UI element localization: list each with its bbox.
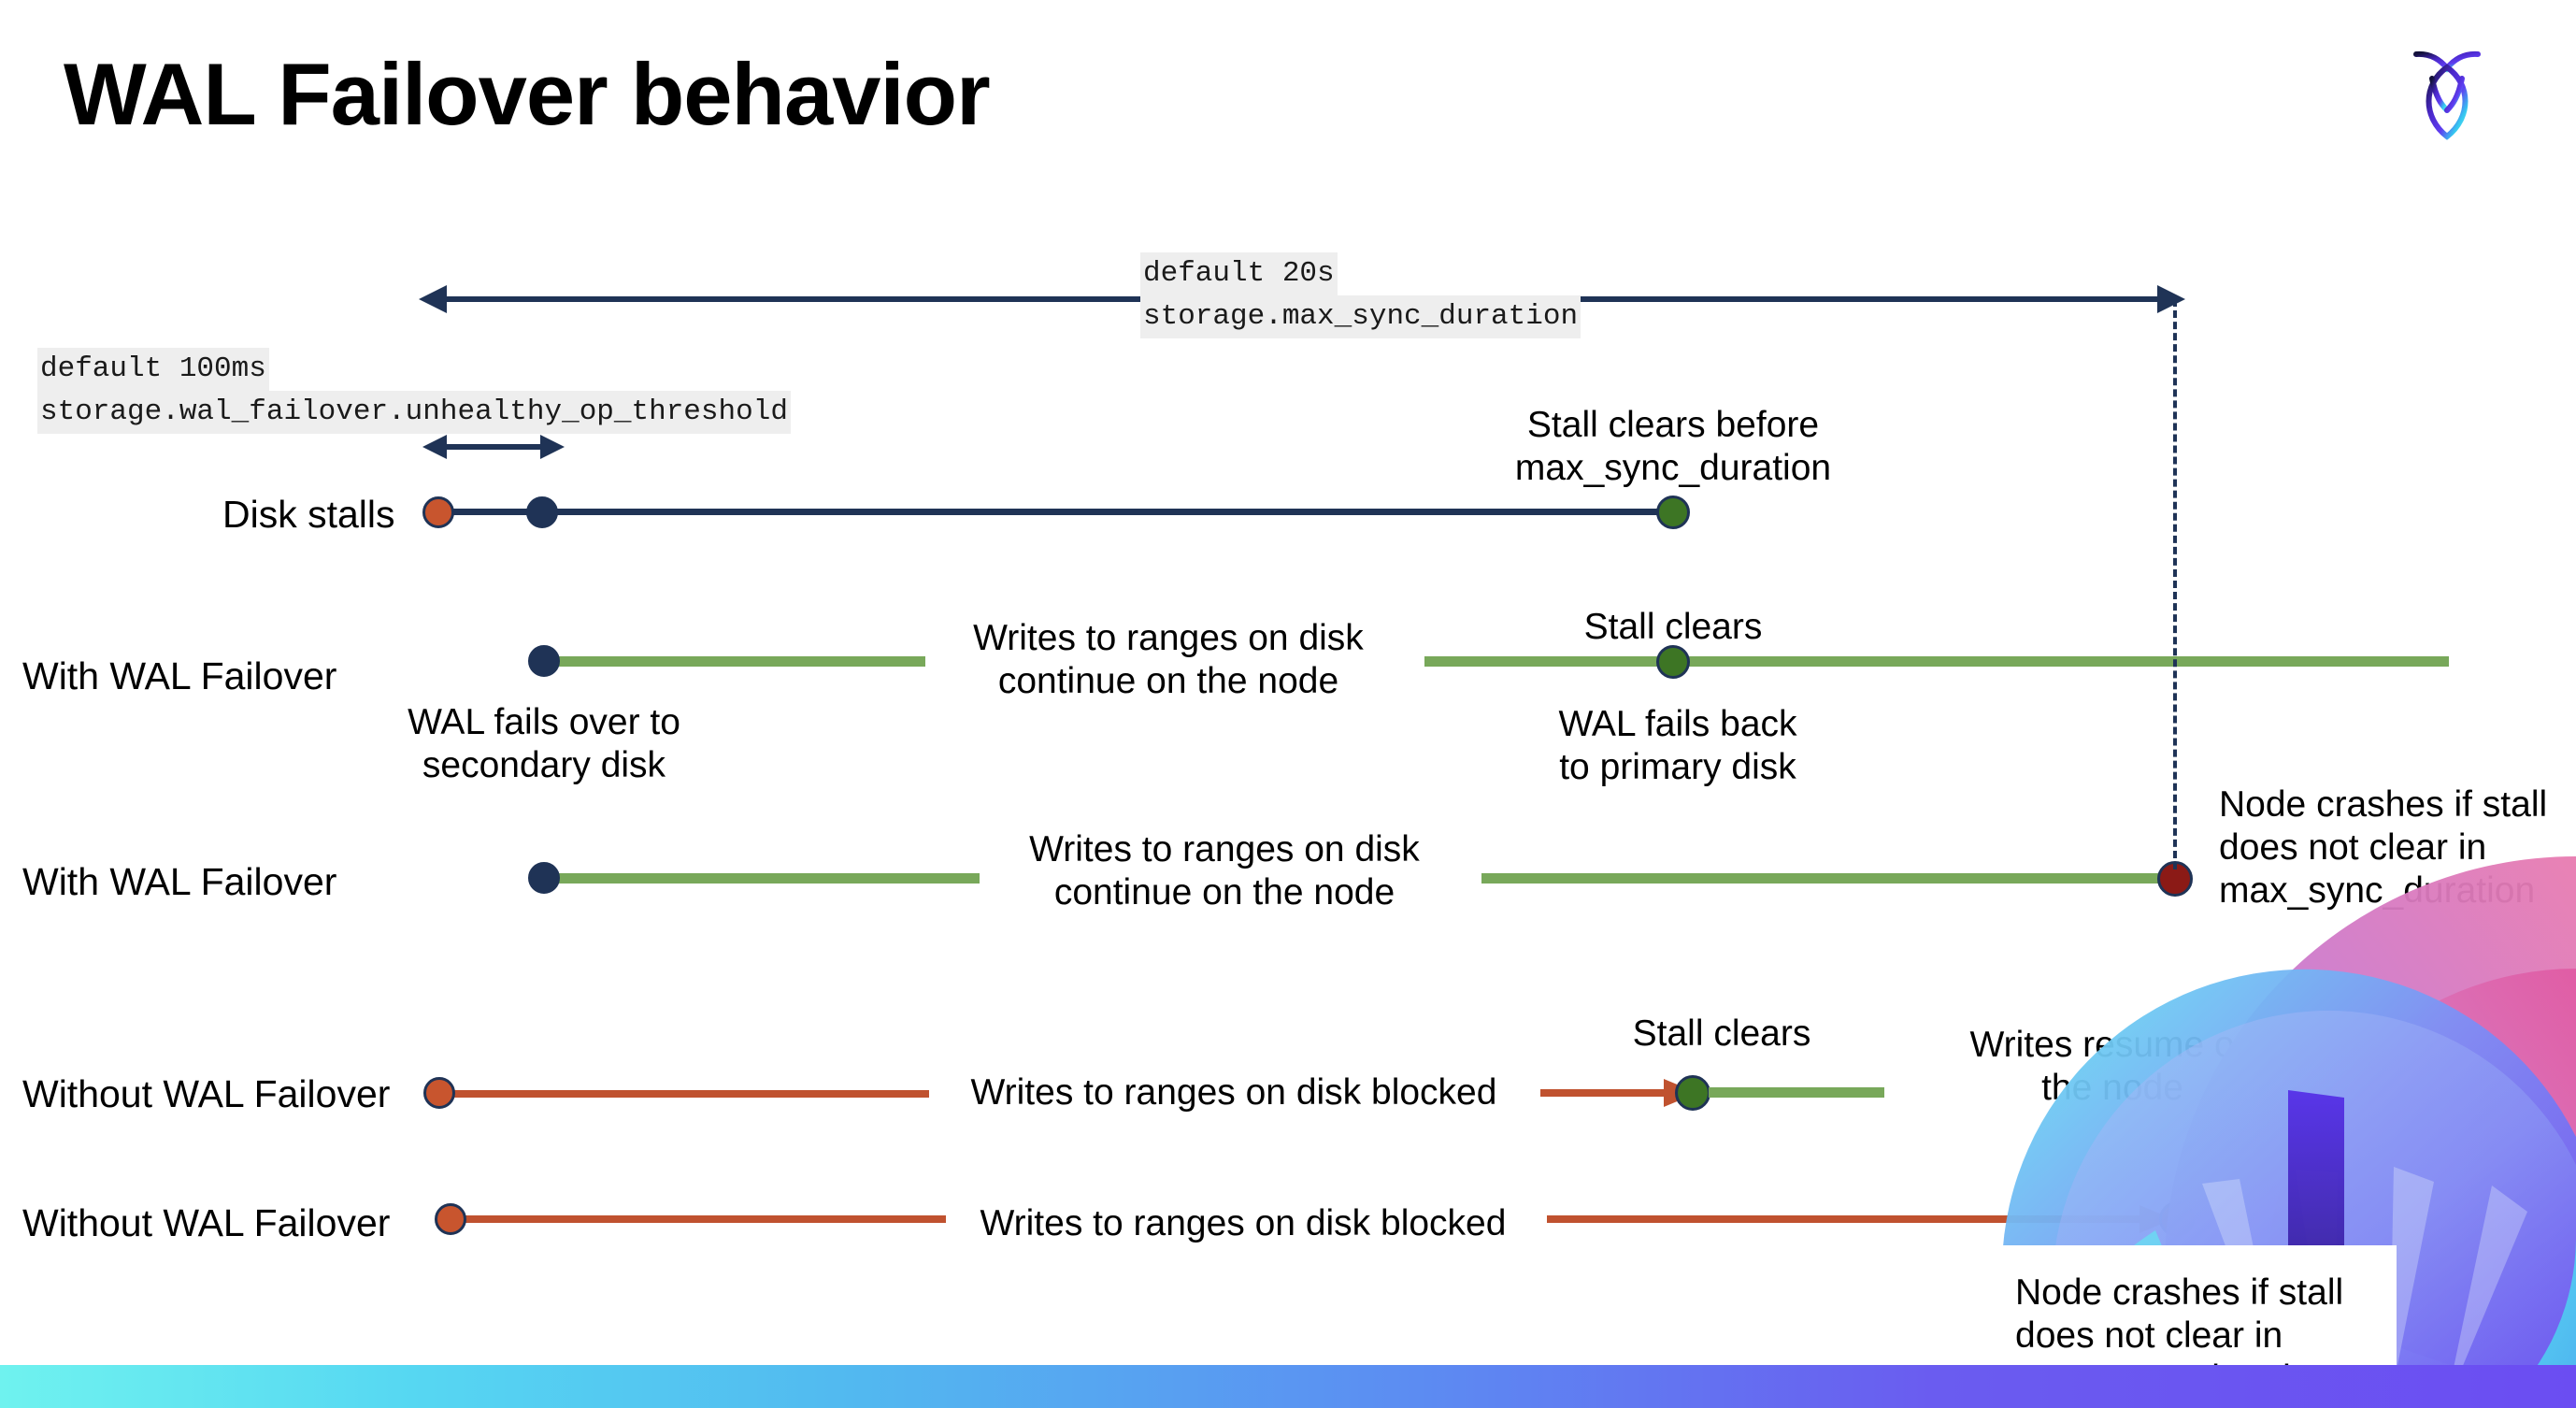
stall-clears-before-note: Stall clears before max_sync_duration	[1486, 404, 1860, 490]
unhealthy-op-threshold-span-arrow	[422, 430, 565, 464]
without-failover-1-blocked-arrow	[1540, 1077, 1697, 1109]
stall-clears-before-line2: max_sync_duration	[1514, 448, 1832, 489]
writes-continue-1-line1: Writes to ranges on disk	[973, 618, 1364, 658]
row-label-without-wal-failover-1: Without WAL Failover	[22, 1072, 391, 1115]
without-failover-2-start-dot	[435, 1203, 466, 1235]
node-crashes-note-1: Node crashes if stall does not clear in …	[2219, 783, 2576, 912]
unhealthy-op-threshold-setting: storage.wal_failover.unhealthy_op_thresh…	[37, 391, 791, 435]
max-sync-duration-setting: storage.max_sync_duration	[1140, 295, 1581, 339]
wal-failover-1-clear-dot	[1656, 645, 1690, 679]
stall-clears-before-line1: Stall clears before	[1526, 405, 1820, 445]
stall-clears-note-1: Stall clears	[1514, 606, 1832, 649]
wal-fails-over-line2: secondary disk	[422, 745, 666, 786]
node-crashes-1-line3: max_sync_duration	[2219, 870, 2536, 912]
without-failover-2-track-left	[462, 1215, 946, 1223]
node-crashes-1-line1: Node crashes if stall	[2219, 784, 2548, 825]
bottom-gradient-bar	[0, 1365, 2576, 1408]
writes-continue-2-line1: Writes to ranges on disk	[1029, 829, 1420, 869]
without-failover-1-clear-dot	[1675, 1075, 1710, 1111]
without-failover-2-blocked-arrow	[1547, 1203, 2173, 1235]
wal-failover-1-track-right	[1424, 656, 2449, 667]
writes-resume-line1: Writes resume on	[1969, 1025, 2255, 1065]
wal-failover-1-start-dot	[528, 645, 560, 677]
max-sync-duration-annotation: default 20s storage.max_sync_duration	[1140, 252, 1581, 339]
writes-continue-note-2: Writes to ranges on disk continue on the…	[991, 828, 1458, 914]
row-label-with-wal-failover-2: With WAL Failover	[22, 860, 337, 903]
writes-continue-note-1: Writes to ranges on disk continue on the…	[935, 617, 1402, 703]
wal-failover-2-track-left	[540, 873, 980, 884]
writes-blocked-note-2: Writes to ranges on disk blocked	[953, 1202, 1533, 1245]
writes-continue-2-line2: continue on the node	[1053, 872, 1395, 913]
without-failover-1-track-left	[451, 1090, 929, 1098]
max-sync-duration-dashed-connector	[2173, 299, 2177, 869]
without-failover-1-start-dot	[423, 1077, 455, 1109]
disk-stalls-track	[436, 509, 1679, 515]
disk-stalls-start-dot	[422, 496, 454, 528]
stall-clears-note-2: Stall clears	[1563, 1013, 1881, 1056]
writes-blocked-1-text: Writes to ranges on disk blocked	[970, 1072, 1497, 1113]
row-label-disk-stalls: Disk stalls	[222, 493, 395, 536]
wal-fails-over-note: WAL fails over to secondary disk	[366, 701, 722, 787]
page-title: WAL Failover behavior	[64, 45, 991, 143]
without-failover-1-track-right	[1709, 1087, 1884, 1098]
wal-fails-back-line2: to primary disk	[1559, 747, 1796, 788]
wal-fails-over-line1: WAL fails over to	[408, 702, 680, 742]
disk-stalls-clear-dot	[1656, 496, 1690, 529]
writes-blocked-2-text: Writes to ranges on disk blocked	[980, 1203, 1507, 1243]
cockroachdb-logo-icon	[2385, 30, 2509, 153]
wal-failover-2-start-dot	[528, 862, 560, 894]
max-sync-duration-default: default 20s	[1140, 252, 1338, 296]
wal-failover-2-track-right	[1481, 873, 2173, 884]
writes-continue-1-line2: continue on the node	[997, 661, 1339, 702]
unhealthy-op-threshold-annotation: default 100ms storage.wal_failover.unhea…	[37, 348, 791, 435]
stall-clears-1-text: Stall clears	[1583, 607, 1763, 647]
writes-blocked-note-1: Writes to ranges on disk blocked	[944, 1071, 1524, 1114]
writes-resume-note: Writes resume on the node	[1925, 1024, 2299, 1110]
node-crashes-2-line2: does not clear in	[2015, 1315, 2283, 1357]
disk-stalls-failover-dot	[526, 496, 558, 528]
without-failover-2-crash-dot	[2159, 1201, 2195, 1237]
wal-fails-back-line1: WAL fails back	[1558, 704, 1797, 744]
stall-clears-2-text: Stall clears	[1632, 1013, 1811, 1054]
node-crashes-1-line2: does not clear in	[2219, 827, 2487, 869]
wal-fails-back-note: WAL fails back to primary disk	[1500, 703, 1855, 789]
without-failover-1-track-far-right	[2292, 1087, 2454, 1098]
row-label-without-wal-failover-2: Without WAL Failover	[22, 1201, 391, 1244]
wal-failover-1-track-left	[540, 656, 925, 667]
row-label-with-wal-failover-1: With WAL Failover	[22, 654, 337, 697]
unhealthy-op-threshold-default: default 100ms	[37, 348, 269, 392]
writes-resume-line2: the node	[2041, 1068, 2183, 1109]
node-crashes-2-line1: Node crashes if stall	[2015, 1272, 2344, 1313]
